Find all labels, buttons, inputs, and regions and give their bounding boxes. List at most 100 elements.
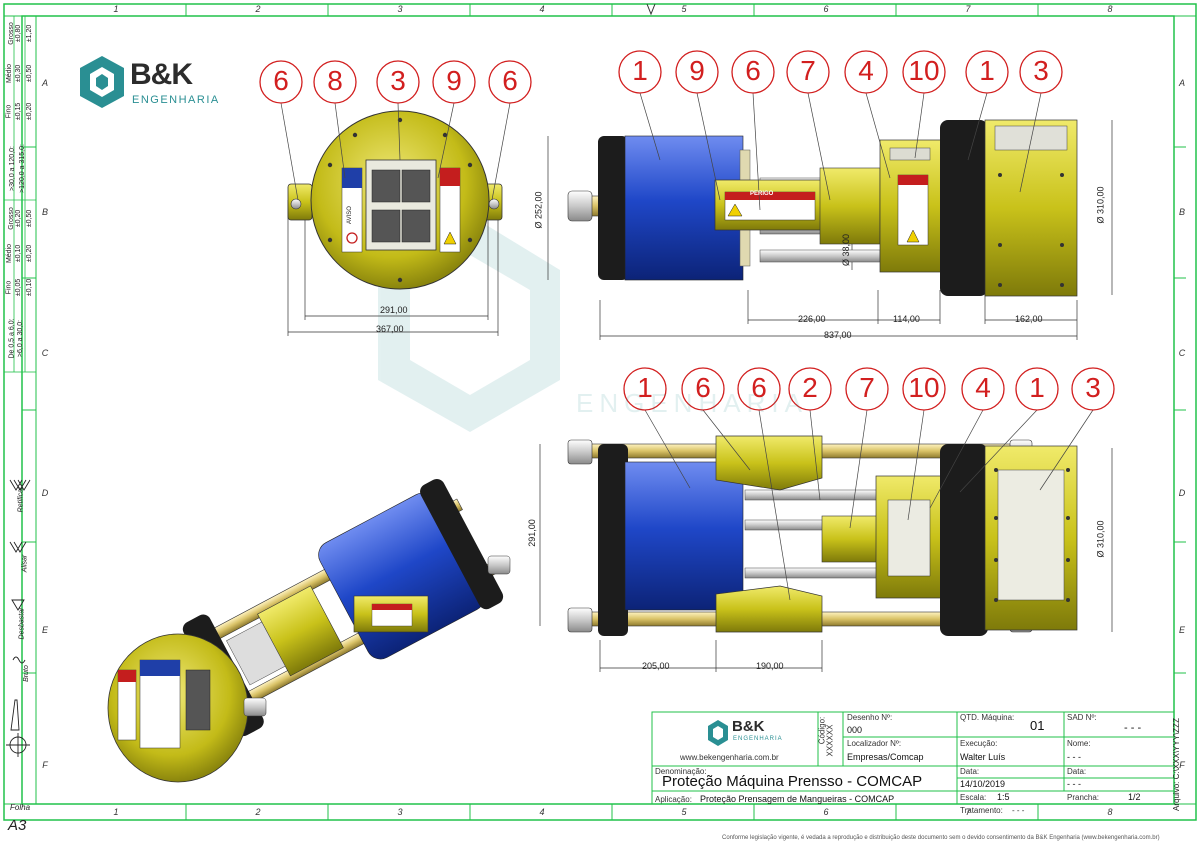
balloon-leader [702,409,751,471]
col-number-top-5: 5 [681,4,687,14]
surface-label-bruto: Bruto [22,665,30,682]
row-letter-right-b: B [1178,207,1185,217]
balloon-leader [696,92,721,201]
balloon-circle [965,50,1009,94]
tol-r3-grosso: ±0,20 [15,209,23,228]
surface-label-desbastar: Desbastar [18,607,26,640]
balloon-number: 1 [632,55,648,86]
balloon-number: 6 [745,55,761,86]
balloon-number: 3 [1033,55,1049,86]
col-number-bottom-5: 5 [681,807,687,817]
balloon-circle [259,60,303,104]
grid-row-dividers [22,146,1186,674]
balloon-number: 8 [327,65,343,96]
tb-aplicacao-value: Proteção Prensagem de Mangueiras - COMCA… [700,794,895,804]
tb-prancha-value: 1/2 [1128,792,1141,802]
row-letter-left-f: F [42,760,48,770]
surface-symbols [6,479,31,757]
balloon-circle [961,367,1005,411]
balloon-leader [758,409,791,601]
tb-escala-value: 1:5 [997,792,1010,802]
balloon-circle [737,367,781,411]
tb-desenho-value: 000 [847,725,863,735]
balloon-circle [1019,50,1063,94]
balloon-number: 6 [502,65,518,96]
tol-r2-medio: ±0,50 [26,64,34,83]
balloon-leader [959,409,1038,493]
tol-range-4: >6,0 a 30,0: [17,319,25,358]
tb-website[interactable]: www.bekengenharia.com.br [680,753,779,762]
balloon-circle [681,367,725,411]
tb-data2-value: - - - [1067,779,1081,789]
tol-r1-fino: ±0,15 [15,102,23,121]
balloon-circle [675,50,719,94]
col-number-top-7: 7 [965,4,971,14]
row-letter-left-a: A [41,78,48,88]
balloon-leader [280,102,299,201]
tb-prancha-label: Prancha: [1067,793,1100,802]
row-letter-right-d: D [1178,488,1186,498]
balloon-circle [902,367,946,411]
folha-value: A3 [8,817,27,834]
title-block-grid [651,711,1175,805]
watermark-text: ENGENHARIA [576,388,808,418]
balloon-leader [752,92,761,211]
centering-mark-top [646,3,656,16]
tol-r2-grosso: ±1,20 [26,24,34,43]
row-letter-left-b: B [41,207,48,217]
balloon-circle [1015,367,1059,411]
balloon-number: 1 [979,55,995,86]
balloon-leader [809,409,821,501]
tb-data1-label: Data: [960,767,980,776]
balloon-circle [432,60,476,104]
brand-logo-sub: ENGENHARIA [132,94,220,106]
col-number-bottom-1: 1 [113,807,119,817]
col-number-top-1: 1 [113,4,119,14]
tol-r2-fino: ±0,20 [26,102,34,121]
tb-sad-label: SAD Nº: [1067,713,1097,722]
dim-top-291: 291,00 [526,519,537,547]
tol-range-3: De 0,5 a 6,0: [8,318,16,359]
tol-h2-grosso: Grosso [7,207,15,230]
side-view [547,119,1113,340]
dim-side-837: 837,00 [824,330,852,340]
balloon-leader [807,92,831,201]
tol-h2-fino: Fino [5,280,13,295]
balloon-leader [967,92,988,161]
isometric-view [107,478,511,783]
balloon-circle [844,50,888,94]
tolerance-table-grid [3,15,37,373]
tol-h1-medio: Médio [6,63,14,84]
tb-execucao-value: Walter Luís [960,752,1006,762]
balloon-leader [437,102,455,179]
tb-nome1-label: Nome: [1067,739,1091,748]
tb-logo-sub: ENGENHARIA [733,736,783,742]
col-number-top-3: 3 [397,4,403,14]
tb-tratamento-value: - - - [1012,806,1025,815]
balloon-number: 10 [908,55,940,86]
balloon-layer [259,50,1115,601]
tol-r3-medio: ±0,10 [15,244,23,263]
balloon-leader [849,409,868,529]
tol-r4-fino: ±0,10 [26,278,34,297]
col-number-bottom-2: 2 [255,807,261,817]
col-number-bottom-4: 4 [539,807,545,817]
balloon-number: 10 [908,372,940,403]
tb-localizador-value: Empresas/Comcap [847,752,924,762]
tb-execucao-label: Execução: [960,739,998,748]
label-perigo: PERIGO [750,191,774,197]
end-view [287,110,503,336]
balloon-number: 7 [859,372,875,403]
tb-denominacao-value: Proteção Máquina Prensso - COMCAP [662,773,923,790]
col-number-top-8: 8 [1107,4,1113,14]
dim-top-190: 190,00 [756,661,784,671]
col-number-top-6: 6 [823,4,829,14]
dim-top-205: 205,00 [642,661,670,671]
row-letter-right-e: E [1178,625,1185,635]
tb-escala-label: Escala: [960,793,987,802]
col-number-bottom-7: 7 [965,807,971,817]
balloon-leader [639,92,661,161]
label-aviso: AVISO [346,206,353,224]
tb-localizador-label: Localizador Nº: [847,739,902,748]
